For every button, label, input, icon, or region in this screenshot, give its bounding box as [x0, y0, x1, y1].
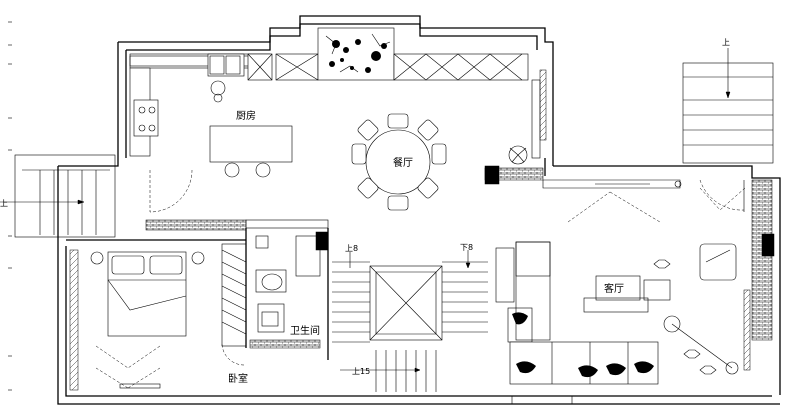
kitchen-counter-top	[129, 53, 319, 103]
kitchen-island	[209, 125, 293, 163]
stair-label-up-top-right: 上	[722, 38, 730, 47]
doors	[149, 169, 745, 366]
planter-box	[317, 27, 395, 81]
stair-label-up-8: 上8	[345, 244, 358, 253]
left-entry-steps	[0, 154, 116, 238]
bar-stool	[255, 162, 271, 178]
bar-stool	[224, 162, 240, 178]
room-label-dining: 餐厅	[393, 156, 413, 169]
room-label-bathroom: 卫生间	[290, 324, 320, 337]
dining-partition	[484, 145, 682, 189]
room-label-living: 客厅	[604, 282, 624, 295]
room-label-kitchen: 厨房	[236, 109, 256, 122]
dimension-ticks-left	[8, 21, 12, 391]
interior-walls	[66, 179, 775, 360]
bathroom-fixtures	[255, 235, 321, 333]
exterior-walls	[57, 15, 781, 405]
stair-label-up-15: 上15	[352, 367, 370, 376]
kitchen-stove	[129, 67, 159, 157]
room-label-bedroom: 卧室	[228, 372, 248, 385]
bedroom-bed	[69, 249, 205, 391]
stair-label-up-left: 上	[0, 199, 8, 208]
stair-label-down-8: 下8	[460, 243, 473, 252]
central-staircase	[332, 250, 488, 392]
living-room-furniture	[495, 241, 751, 385]
right-entry-steps	[682, 48, 774, 164]
windows	[119, 69, 573, 405]
dining-table	[351, 113, 447, 211]
